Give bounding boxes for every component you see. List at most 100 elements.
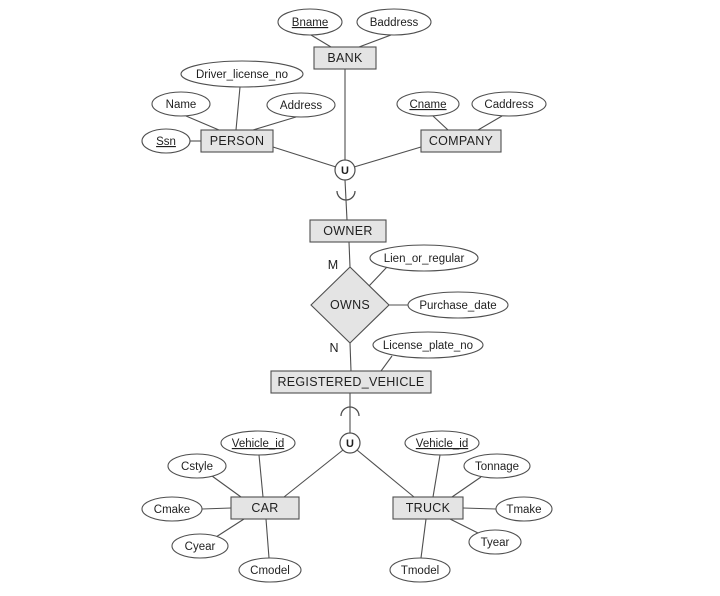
entity-label: COMPANY <box>429 134 494 148</box>
attribute-ellipse <box>167 453 227 479</box>
attribute-baddress: Baddress <box>356 8 432 36</box>
union-circle-shape <box>334 159 356 181</box>
attribute-label: Lien_or_regular <box>384 253 465 265</box>
edge-company-union1 <box>353 146 422 168</box>
attribute-label: Caddress <box>484 99 533 111</box>
attribute-ellipse <box>407 291 509 319</box>
edge-vehicleid-truck <box>432 454 441 498</box>
attribute-label: License_plate_no <box>383 340 473 352</box>
edge-driverlicense-person <box>235 86 241 131</box>
entity-shape <box>420 129 502 153</box>
entity-truck: TRUCK <box>392 496 464 520</box>
attribute-ellipse <box>141 496 203 522</box>
attribute-cstyle: Cstyle <box>167 453 227 479</box>
union-circle-shape <box>339 432 361 454</box>
entity-shape <box>313 46 377 70</box>
edge-union2-car <box>283 449 344 498</box>
entity-label: CAR <box>251 501 278 515</box>
attribute-cyear: Cyear <box>171 533 229 559</box>
attribute-label: Tmake <box>506 504 541 516</box>
attribute-driver-license-no: Driver_license_no <box>180 60 304 88</box>
attribute-ellipse <box>471 91 547 117</box>
union-label: U <box>341 165 349 177</box>
attribute-ellipse <box>277 8 343 36</box>
attribute-ellipse <box>369 244 479 272</box>
entity-label: PERSON <box>210 134 265 148</box>
edge-vehicleid-car <box>258 454 264 498</box>
attribute-label: Purchase_date <box>419 300 496 312</box>
attribute-cname: Cname <box>396 91 460 117</box>
edge-name-person <box>185 115 220 131</box>
attribute-license-plate-no: License_plate_no <box>372 331 484 359</box>
relationship-owns: OWNS <box>310 266 390 344</box>
entity-shape <box>200 129 274 153</box>
attribute-truck-vehicle-id: Vehicle_id <box>404 430 480 456</box>
attribute-ellipse <box>463 453 531 479</box>
entity-label: TRUCK <box>406 501 451 515</box>
edge-tyear-truck <box>449 518 479 534</box>
attribute-ellipse <box>396 91 460 117</box>
edge-caddress-company <box>477 115 503 131</box>
attribute-address: Address <box>266 92 336 118</box>
attribute-cmake: Cmake <box>141 496 203 522</box>
attribute-ellipse <box>266 92 336 118</box>
attribute-ellipse <box>495 496 553 522</box>
entity-label: OWNER <box>323 224 372 238</box>
edge-owns-vehicle <box>349 342 352 372</box>
attribute-ellipse <box>404 430 480 456</box>
union-label: U <box>346 438 354 450</box>
attribute-ellipse <box>372 331 484 359</box>
attribute-purchase-date: Purchase_date <box>407 291 509 319</box>
attribute-tmake: Tmake <box>495 496 553 522</box>
edge-owner-owns <box>348 241 351 268</box>
attribute-lien-or-regular: Lien_or_regular <box>369 244 479 272</box>
entity-label: BANK <box>327 51 363 65</box>
entity-shape <box>230 496 300 520</box>
edge-baddress-bank <box>358 34 392 48</box>
union-circle-registered-vehicle: U <box>339 432 361 454</box>
attribute-label: Tmodel <box>401 565 439 577</box>
edge-union2-truck <box>356 449 415 498</box>
entity-person: PERSON <box>200 129 274 153</box>
entity-shape <box>309 219 387 243</box>
attribute-tmodel: Tmodel <box>389 557 451 583</box>
attribute-ellipse <box>220 430 296 456</box>
edge-tmodel-truck <box>420 518 427 559</box>
attribute-bname: Bname <box>277 8 343 36</box>
attribute-ssn: Ssn <box>141 128 191 154</box>
edge-cstyle-car <box>211 475 242 498</box>
edge-cyear-car <box>215 518 245 538</box>
edge-owns-lien <box>368 266 388 287</box>
attribute-label: Cstyle <box>181 461 213 473</box>
relationship-shape <box>310 266 390 344</box>
entity-label: REGISTERED_VEHICLE <box>277 375 424 389</box>
attribute-label: Name <box>166 99 197 111</box>
attribute-label: Baddress <box>370 17 419 29</box>
attribute-tyear: Tyear <box>468 529 522 555</box>
cardinality-m: M <box>328 258 338 272</box>
entity-shape <box>270 370 432 394</box>
attribute-label: Tyear <box>481 537 510 549</box>
attribute-ellipse <box>238 557 302 583</box>
attribute-label: Driver_license_no <box>196 69 288 81</box>
attribute-label: Cmodel <box>250 565 290 577</box>
attribute-ellipse <box>468 529 522 555</box>
entity-bank: BANK <box>313 46 377 70</box>
attribute-label: Vehicle_id <box>416 438 468 450</box>
attribute-label: Cyear <box>185 541 216 553</box>
edge-cname-company <box>432 115 449 131</box>
entity-car: CAR <box>230 496 300 520</box>
cardinality-n: N <box>329 341 338 355</box>
attribute-ellipse <box>151 91 211 117</box>
attribute-label: Ssn <box>156 136 176 148</box>
attribute-label: Cmake <box>154 504 190 516</box>
union-circle-owner: U <box>334 159 356 181</box>
edge-bname-bank <box>310 34 332 48</box>
attribute-ellipse <box>180 60 304 88</box>
attribute-cmodel: Cmodel <box>238 557 302 583</box>
subset-symbol-owner <box>336 190 356 201</box>
attribute-ellipse <box>389 557 451 583</box>
attribute-name: Name <box>151 91 211 117</box>
